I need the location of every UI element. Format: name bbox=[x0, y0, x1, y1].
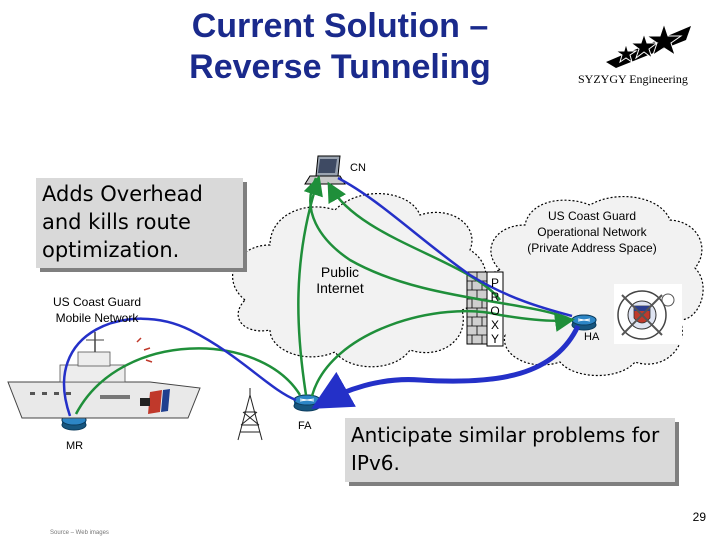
proxy-letter: P bbox=[490, 276, 499, 290]
fa-router-icon bbox=[293, 394, 321, 412]
blue-path-mr-to-fa bbox=[62, 317, 297, 417]
page-number: 29 bbox=[692, 510, 706, 524]
cn-label: CN bbox=[350, 162, 366, 174]
coast-guard-seal-icon bbox=[614, 284, 682, 344]
operational-network-label: US Coast Guard Operational Network (Priv… bbox=[518, 208, 666, 256]
callout-ipv6: Anticipate similar problems for IPv6. bbox=[345, 418, 675, 482]
mobile-network-label-line1: US Coast Guard bbox=[52, 295, 142, 309]
proxy-label: P R O X Y bbox=[488, 276, 502, 346]
proxy-letter: R bbox=[490, 290, 500, 304]
green-path-fa-up bbox=[297, 175, 323, 396]
title-line-2: Reverse Tunneling bbox=[189, 48, 491, 86]
public-internet-label: Public Internet bbox=[300, 264, 380, 296]
mr-label: MR bbox=[66, 440, 84, 452]
green-path-mr-to-fa bbox=[74, 347, 302, 415]
syzygy-logo-icon bbox=[606, 22, 691, 68]
proxy-letter: X bbox=[490, 318, 499, 332]
callout-overhead: Adds Overhead and kills route optimizati… bbox=[36, 178, 243, 268]
operational-network-label-line3: (Private Address Space) bbox=[527, 241, 657, 255]
fa-label: FA bbox=[298, 420, 312, 432]
radio-tower-icon bbox=[237, 388, 263, 441]
company-name: SYZYGY Engineering bbox=[578, 72, 688, 86]
green-path-ha-back bbox=[309, 177, 569, 320]
green-path-ha-to-cn bbox=[327, 181, 501, 301]
operational-network-label-line2: Operational Network bbox=[537, 225, 647, 239]
blue-tunnel-ha-to-fa bbox=[311, 324, 581, 409]
title-line-1: Current Solution – bbox=[191, 7, 489, 45]
mobile-network-label-line2: Mobile Network bbox=[55, 311, 139, 325]
green-path-fa-to-ha bbox=[310, 309, 575, 397]
public-internet-label-line2: Internet bbox=[316, 280, 364, 296]
ship-icon bbox=[7, 332, 201, 419]
mobile-network-label: US Coast Guard Mobile Network bbox=[32, 294, 162, 326]
proxy-letter: O bbox=[490, 304, 500, 318]
operational-network-label-line1: US Coast Guard bbox=[547, 209, 637, 223]
source-note: Source – Web images bbox=[50, 530, 109, 536]
ha-label: HA bbox=[584, 331, 600, 343]
public-internet-label-line1: Public bbox=[320, 264, 360, 280]
slide-title: Current Solution – Reverse Tunneling bbox=[130, 6, 550, 88]
blue-path-cn-to-ha bbox=[337, 176, 573, 318]
proxy-letter: Y bbox=[490, 332, 499, 346]
